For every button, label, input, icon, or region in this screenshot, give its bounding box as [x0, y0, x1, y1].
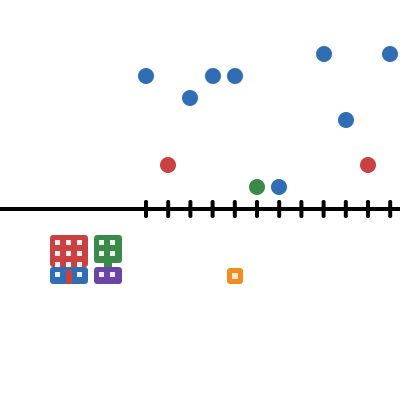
building-window: [55, 251, 60, 256]
green-building-connector: [104, 262, 112, 268]
axis-ticks: [144, 200, 393, 218]
building-window: [66, 262, 71, 267]
orange-resource-cube[interactable]: [227, 268, 243, 284]
building-window: [99, 272, 104, 277]
red-token[interactable]: [360, 157, 376, 173]
blue-token[interactable]: [227, 68, 243, 84]
building-window: [99, 251, 104, 256]
building-window: [110, 240, 115, 245]
blue-token[interactable]: [138, 68, 154, 84]
building-window: [55, 272, 60, 277]
blue-token[interactable]: [382, 46, 398, 62]
buildings-layer: [50, 235, 122, 284]
blue-token[interactable]: [205, 68, 221, 84]
building-window: [66, 251, 71, 256]
green-building-body: [94, 235, 122, 263]
purple-building-base[interactable]: [94, 267, 122, 284]
building-window: [77, 262, 82, 267]
track-axis: [0, 200, 400, 218]
building-door: [66, 270, 72, 284]
blue-token[interactable]: [338, 112, 354, 128]
building-window: [77, 240, 82, 245]
red-building-tower[interactable]: [50, 235, 88, 267]
blue-token[interactable]: [271, 179, 287, 195]
resources-layer: [227, 268, 243, 284]
orange-cube-highlight: [232, 273, 238, 279]
red-token[interactable]: [160, 157, 176, 173]
building-window: [55, 240, 60, 245]
building-window: [77, 251, 82, 256]
building-window: [55, 262, 60, 267]
green-building-tower[interactable]: [94, 235, 122, 268]
green-token[interactable]: [249, 179, 265, 195]
building-window: [110, 251, 115, 256]
purple-building-body: [94, 267, 122, 284]
blue-token[interactable]: [182, 90, 198, 106]
tokens-layer: [138, 46, 398, 195]
building-window: [77, 272, 82, 277]
blue-token[interactable]: [316, 46, 332, 62]
building-window: [66, 240, 71, 245]
building-window: [99, 240, 104, 245]
building-window: [110, 272, 115, 277]
